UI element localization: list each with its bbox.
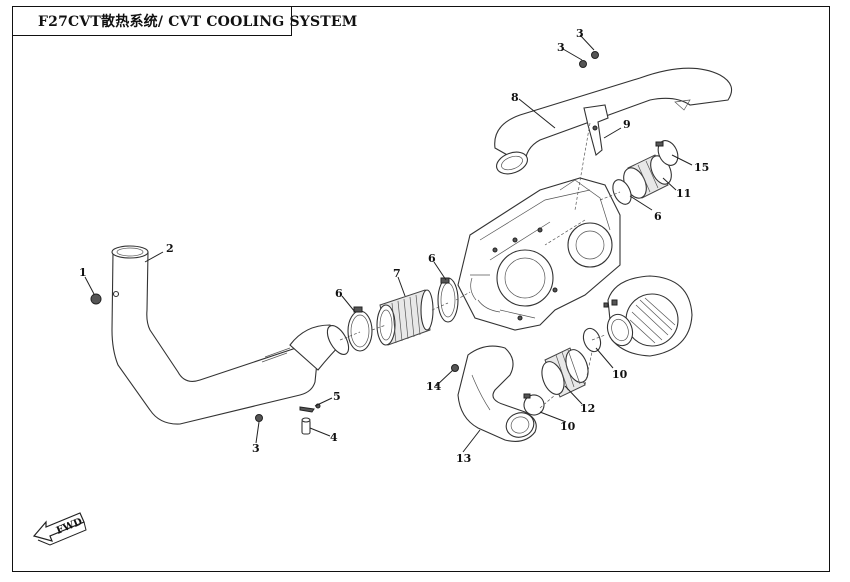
clamp-part-6-middle — [437, 277, 459, 323]
clamp-part-15 — [655, 140, 679, 166]
callout-5: 5 — [333, 390, 341, 403]
callout-6-right: 6 — [654, 210, 662, 223]
upper-duct-part-8 — [494, 67, 733, 175]
bracket-part-9 — [583, 104, 609, 156]
callout-4: 4 — [330, 431, 338, 444]
forward-arrow-icon: FWD — [32, 512, 87, 546]
callout-3-upper-left: 3 — [557, 41, 565, 54]
clip-part-1 — [90, 290, 120, 305]
callout-1: 1 — [79, 266, 87, 279]
bolt-part-3-lower — [255, 414, 263, 422]
clamp-part-10-lower — [523, 393, 545, 416]
callout-14: 14 — [426, 380, 442, 393]
callout-13: 13 — [456, 452, 471, 465]
leader-lines — [84, 34, 693, 453]
bolt-part-3-upper-left — [579, 60, 587, 68]
screw-part-14 — [451, 364, 459, 372]
clamp-part-6-right — [612, 179, 632, 205]
callout-10-lower: 10 — [560, 420, 576, 433]
boot-part-12 — [541, 347, 589, 398]
clip-part-5 — [299, 403, 321, 413]
callout-11: 11 — [676, 187, 691, 200]
bolt-part-3-upper-right — [591, 51, 599, 59]
callout-6-middle: 6 — [428, 252, 436, 265]
outlet-duct-part-13 — [457, 345, 537, 442]
callout-6-left: 6 — [335, 287, 343, 300]
intake-duct-part-2 — [111, 245, 350, 425]
clamp-part-6-left — [347, 306, 373, 352]
callout-7: 7 — [393, 267, 401, 280]
callout-9: 9 — [623, 118, 631, 131]
callout-3-upper-right: 3 — [576, 27, 584, 40]
title-block: F27CVT散热系统/ CVT COOLING SYSTEM — [12, 6, 357, 36]
callout-2: 2 — [166, 242, 174, 255]
assembly-guide-lines — [339, 122, 621, 409]
cvt-housing — [457, 177, 621, 331]
fan-housing — [603, 275, 693, 357]
bellows-part-7 — [376, 289, 434, 346]
callout-3-lower: 3 — [252, 442, 260, 455]
callout-10-upper: 10 — [612, 368, 628, 381]
grommet-part-4 — [301, 417, 311, 435]
callout-15: 15 — [694, 161, 709, 174]
callout-12: 12 — [580, 402, 595, 415]
page-title: F27CVT散热系统/ CVT COOLING SYSTEM — [38, 13, 358, 30]
callout-8: 8 — [511, 91, 519, 104]
drawing-frame — [12, 6, 830, 572]
callout-labels: 1 2 3 4 5 6 7 6 8 9 3 3 6 11 15 10 12 10… — [79, 27, 709, 465]
